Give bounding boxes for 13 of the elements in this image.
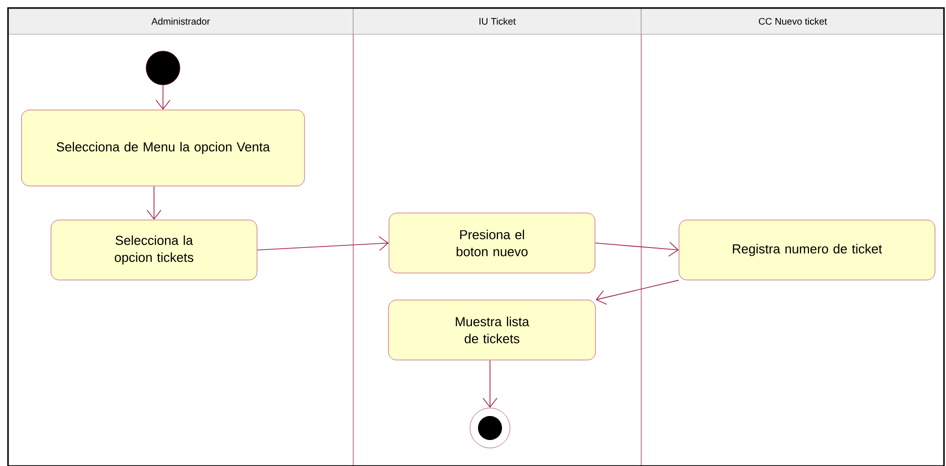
- arrow: [156, 84, 170, 110]
- arrow: [482, 360, 498, 408]
- arrow: [256, 236, 389, 251]
- arrow: [596, 280, 680, 305]
- end-node: [470, 408, 510, 448]
- activity-box: Selecciona la opcion tickets: [50, 220, 258, 280]
- arrow: [146, 186, 162, 220]
- arrow: [594, 242, 679, 257]
- activity-box: Presiona el boton nuevo: [388, 212, 596, 274]
- activity-box: Muestra lista de tickets: [388, 300, 596, 360]
- activity-box: Selecciona de Menu la opcion Venta: [21, 110, 305, 186]
- activity-box: Registra numero de ticket: [678, 220, 936, 280]
- start-node: [146, 50, 180, 86]
